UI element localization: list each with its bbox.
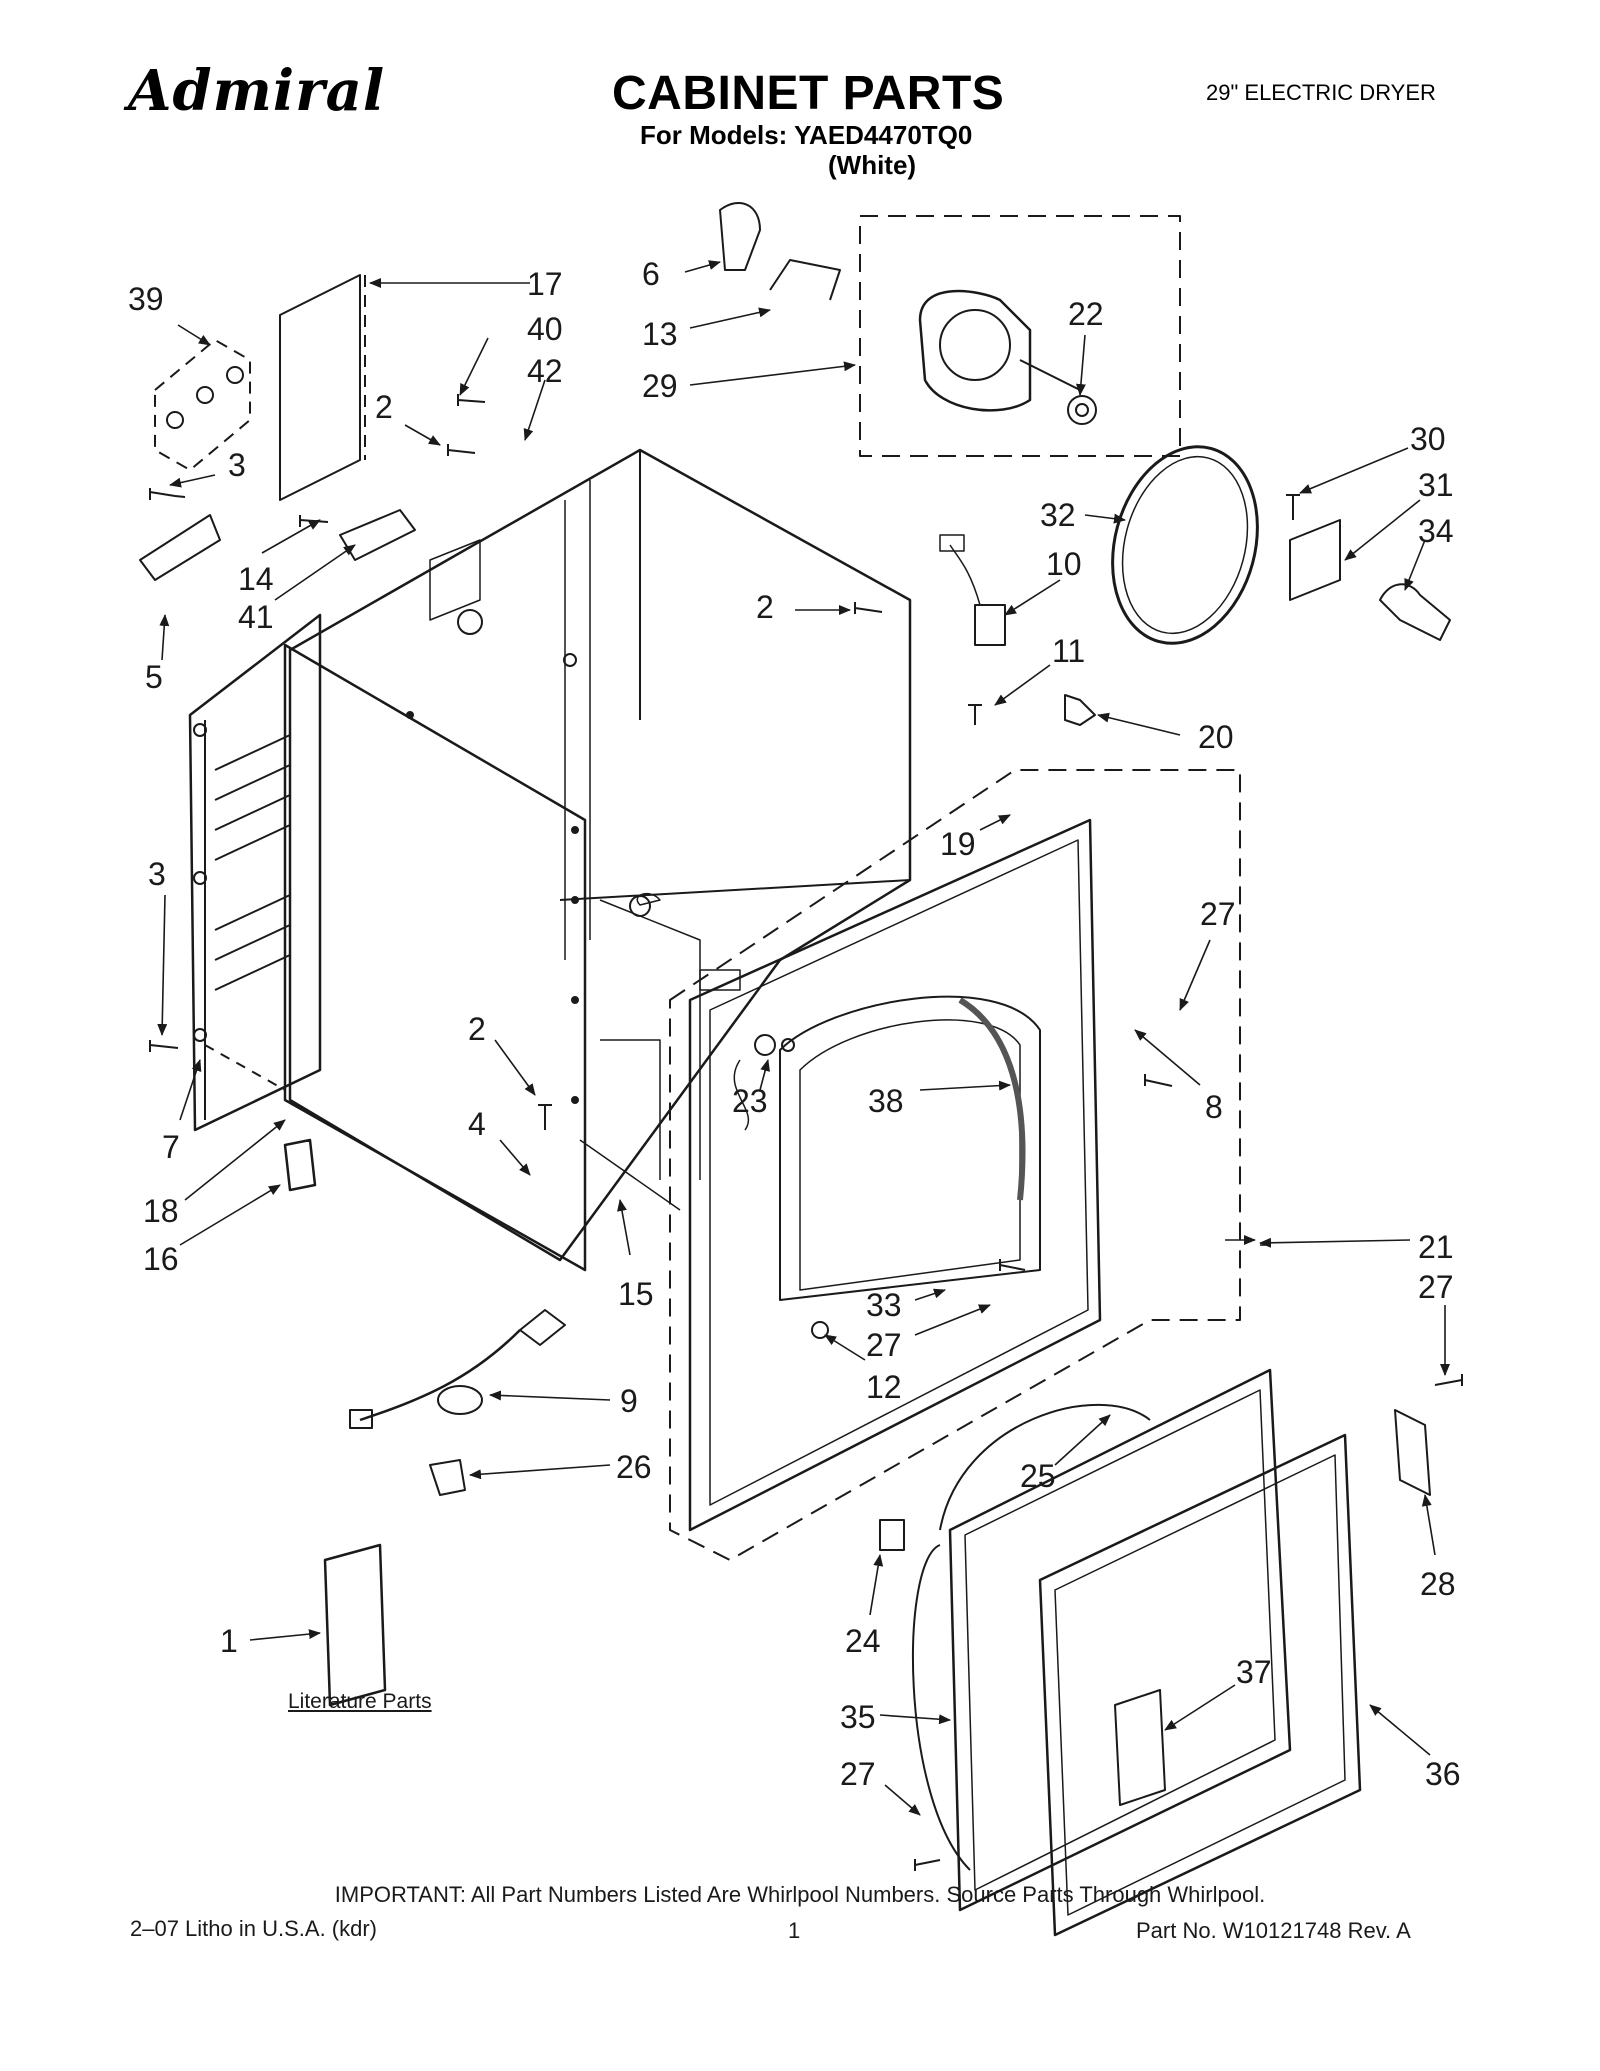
- clip-26: [429, 1459, 466, 1496]
- power-cord: [349, 1309, 566, 1429]
- footer-part-number: Part No. W10121748 Rev. A: [1136, 1918, 1411, 1943]
- callout-27-right: 27: [1200, 896, 1236, 932]
- callout-37: 37: [1236, 1654, 1272, 1690]
- callout-28: 28: [1420, 1566, 1456, 1602]
- bracket-5: [139, 514, 221, 581]
- callout-24: 24: [845, 1623, 881, 1659]
- callout-42: 42: [527, 353, 563, 389]
- cabinet-frame: [288, 448, 912, 1262]
- page-title: CABINET PARTS: [612, 67, 1005, 120]
- motor-outline: [859, 215, 1181, 457]
- callout-15: 15: [618, 1276, 654, 1312]
- callout-38: 38: [868, 1083, 904, 1119]
- terminal-block: [154, 274, 366, 501]
- callout-10: 10: [1046, 546, 1082, 582]
- color-line: (White): [828, 150, 917, 180]
- leveling-leg: [283, 1138, 317, 1192]
- rear-panel: [188, 613, 322, 1132]
- callout-25: 25: [1020, 1458, 1056, 1494]
- drum-slide: [1064, 694, 1096, 726]
- callout-26: 26: [616, 1449, 652, 1485]
- door-handle: [1114, 1689, 1166, 1806]
- door-inner: [912, 1368, 1292, 1912]
- callout-21: 21: [1418, 1229, 1454, 1265]
- callout-27-hinge: 27: [1418, 1269, 1454, 1305]
- callout-9: 9: [620, 1383, 638, 1419]
- footer-litho: 2–07 Litho in U.S.A. (kdr): [130, 1916, 378, 1941]
- callout-16: 16: [143, 1241, 179, 1277]
- callout-39: 39: [128, 281, 164, 317]
- callout-22: 22: [1068, 296, 1104, 332]
- callout-34: 34: [1418, 513, 1454, 549]
- hinge: [1394, 1409, 1431, 1496]
- callout-labels: 17 39 40 42 2 3 14 41 5 6 13 29 22 30 31…: [128, 256, 1461, 1792]
- callout-17: 17: [527, 266, 563, 302]
- callout-41: 41: [238, 599, 274, 635]
- callout-30: 30: [1410, 421, 1446, 457]
- callout-33: 33: [866, 1287, 902, 1323]
- callout-13: 13: [642, 316, 678, 352]
- literature-box: [323, 1543, 387, 1707]
- door-outer: [1038, 1433, 1362, 1937]
- callout-27-front: 27: [866, 1327, 902, 1363]
- side-panel: [283, 643, 587, 1272]
- callout-27-door: 27: [840, 1756, 876, 1792]
- callout-19: 19: [940, 826, 976, 862]
- callout-2-low: 2: [468, 1011, 486, 1047]
- callout-32: 32: [1040, 497, 1076, 533]
- callout-3-top: 3: [228, 447, 246, 483]
- callout-14: 14: [238, 561, 274, 597]
- callout-18: 18: [143, 1193, 179, 1229]
- callout-3-side: 3: [148, 856, 166, 892]
- callout-40: 40: [527, 311, 563, 347]
- callout-1: 1: [220, 1623, 238, 1659]
- product-type: 29" ELECTRIC DRYER: [1206, 80, 1436, 105]
- drive-belt-inner: [1121, 455, 1249, 635]
- screws: [149, 394, 1463, 1871]
- callout-2-top: 2: [375, 389, 393, 425]
- callout-36: 36: [1425, 1756, 1461, 1792]
- callout-31: 31: [1418, 467, 1454, 503]
- callout-20: 20: [1198, 719, 1234, 755]
- callout-2-mid: 2: [756, 589, 774, 625]
- callout-23: 23: [732, 1083, 768, 1119]
- front-panel-outline: [669, 769, 1241, 1561]
- bracket-14: [339, 509, 416, 561]
- literature-parts-label: Literature Parts: [288, 1690, 432, 1713]
- callout-12: 12: [866, 1369, 902, 1405]
- door-switch: [939, 534, 1006, 646]
- callout-8: 8: [1205, 1089, 1223, 1125]
- callout-5: 5: [145, 659, 163, 695]
- door-strike: [879, 1519, 905, 1551]
- leader-lines: [157, 260, 1450, 1816]
- models-line: For Models: YAED4470TQ0: [640, 120, 973, 150]
- footer-important-note: IMPORTANT: All Part Numbers Listed Are W…: [334, 1882, 1266, 1907]
- callout-11: 11: [1052, 633, 1085, 669]
- callout-6: 6: [642, 256, 660, 292]
- callout-35: 35: [840, 1699, 876, 1735]
- footer-page-number: 1: [788, 1918, 801, 1943]
- front-panel: [688, 818, 1102, 1532]
- callout-4: 4: [468, 1106, 486, 1142]
- motor-bracket: [719, 201, 841, 301]
- brand-logo: Admiral: [128, 58, 386, 124]
- callout-7: 7: [162, 1129, 180, 1165]
- callout-29: 29: [642, 368, 678, 404]
- drive-belt: [1111, 445, 1259, 645]
- motor: [918, 289, 1097, 425]
